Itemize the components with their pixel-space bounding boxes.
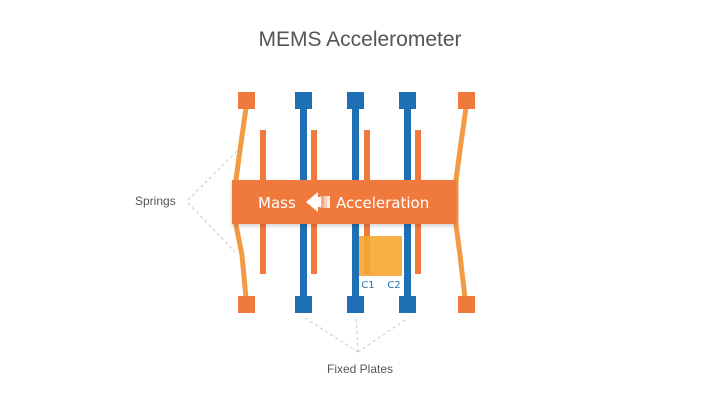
mass-finger <box>415 130 421 182</box>
mass-finger <box>260 130 266 182</box>
page-title: MEMS Accelerometer <box>258 28 461 51</box>
fixed-plate-stem <box>300 224 307 298</box>
fixed-plates <box>295 92 416 313</box>
fixed-plate-pad <box>347 296 364 313</box>
fixed-plate-stem <box>300 108 307 180</box>
acceleration-label: Acceleration <box>336 194 429 212</box>
fixed-plates-label: Fixed Plates <box>327 362 393 376</box>
mass-finger <box>311 222 317 274</box>
springs-label: Springs <box>135 194 176 208</box>
spring-right <box>453 107 469 299</box>
spring-anchor-bottom-right <box>458 296 475 313</box>
capacitor-c2-label: C2 <box>387 280 400 291</box>
fixed-plate-stem <box>404 108 411 180</box>
fixed-plate-stem <box>352 224 359 298</box>
capacitor-c1-label: C1 <box>361 280 374 291</box>
fixed-plates-callout-lines <box>304 317 409 353</box>
fixed-plate-stem <box>404 224 411 298</box>
fixed-plate-pad <box>295 296 312 313</box>
fixed-plate-pad <box>347 92 364 109</box>
fixed-plate-pad <box>399 296 416 313</box>
fixed-plate-pad <box>295 92 312 109</box>
left-arrow-icon <box>306 192 330 212</box>
spring-anchor-bottom-left <box>238 296 255 313</box>
mass-finger <box>415 222 421 274</box>
fixed-plate-stem <box>352 108 359 180</box>
mass-finger <box>364 130 370 182</box>
mass-finger <box>311 130 317 182</box>
capacitor-region <box>358 236 402 276</box>
spring-anchor-top-right <box>458 92 475 109</box>
springs-callout-lines <box>187 149 239 253</box>
spring-anchor-top-left <box>238 92 255 109</box>
mass-label: Mass <box>258 194 296 212</box>
mass-finger <box>260 222 266 274</box>
proof-mass <box>232 180 456 224</box>
fixed-plate-pad <box>399 92 416 109</box>
